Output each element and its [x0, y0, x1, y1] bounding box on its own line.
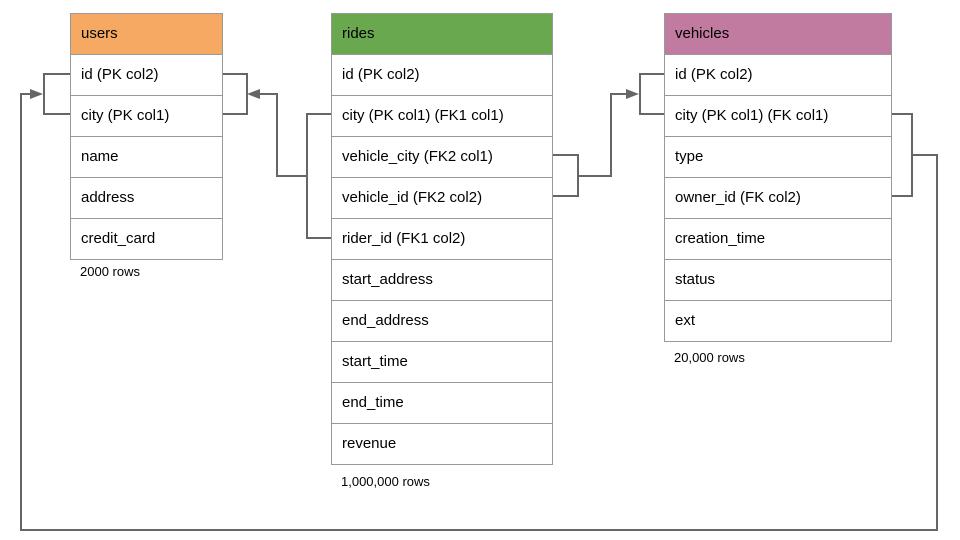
vehicles-pk-left-bracket-line	[639, 73, 664, 115]
rides-column-start-time: start_time	[332, 341, 552, 382]
rides-to-vehicles-link-line	[578, 93, 626, 177]
vehicles-column-ext: ext	[665, 300, 891, 341]
users-row-count-label: 2000 rows	[80, 264, 140, 279]
rides-column-end-time: end_time	[332, 382, 552, 423]
rides-fk1-bracket-line	[306, 113, 331, 239]
users-pk-right-bracket-line	[223, 73, 248, 115]
rides-column-start-address: start_address	[332, 259, 552, 300]
rides-column-vehicle-city: vehicle_city (FK2 col1)	[332, 136, 552, 177]
vehicles-column-city: city (PK col1) (FK col1)	[665, 95, 891, 136]
vehicles-to-users-arrowhead-icon	[30, 89, 43, 99]
rides-column-vehicle-id: vehicle_id (FK2 col2)	[332, 177, 552, 218]
vehicles-column-type: type	[665, 136, 891, 177]
rides-to-users-link-line	[260, 93, 307, 177]
rides-column-revenue: revenue	[332, 423, 552, 464]
users-column-id: id (PK col2)	[71, 54, 222, 95]
vehicles-column-owner-id: owner_id (FK col2)	[665, 177, 891, 218]
rides-column-city: city (PK col1) (FK1 col1)	[332, 95, 552, 136]
rides-fk2-bracket-line	[553, 154, 579, 197]
rides-column-end-address: end_address	[332, 300, 552, 341]
rides-to-vehicles-arrowhead-icon	[626, 89, 639, 99]
users-column-credit-card: credit_card	[71, 218, 222, 259]
users-column-address: address	[71, 177, 222, 218]
users-column-name: name	[71, 136, 222, 177]
vehicles-column-id: id (PK col2)	[665, 54, 891, 95]
users-table: users id (PK col2) city (PK col1) name a…	[70, 13, 223, 260]
vehicles-table-header: vehicles	[665, 14, 891, 54]
rides-column-id: id (PK col2)	[332, 54, 552, 95]
users-column-city: city (PK col1)	[71, 95, 222, 136]
vehicles-column-status: status	[665, 259, 891, 300]
users-pk-left-bracket-line	[43, 73, 70, 115]
rides-column-rider-id: rider_id (FK1 col2)	[332, 218, 552, 259]
rides-table: rides id (PK col2) city (PK col1) (FK1 c…	[331, 13, 553, 465]
rides-table-header: rides	[332, 14, 552, 54]
vehicles-column-creation-time: creation_time	[665, 218, 891, 259]
users-table-header: users	[71, 14, 222, 54]
vehicles-table: vehicles id (PK col2) city (PK col1) (FK…	[664, 13, 892, 342]
rides-to-users-arrowhead-icon	[247, 89, 260, 99]
rides-row-count-label: 1,000,000 rows	[341, 474, 430, 489]
vehicles-row-count-label: 20,000 rows	[674, 350, 745, 365]
vehicles-fk-bracket-line	[892, 113, 913, 197]
